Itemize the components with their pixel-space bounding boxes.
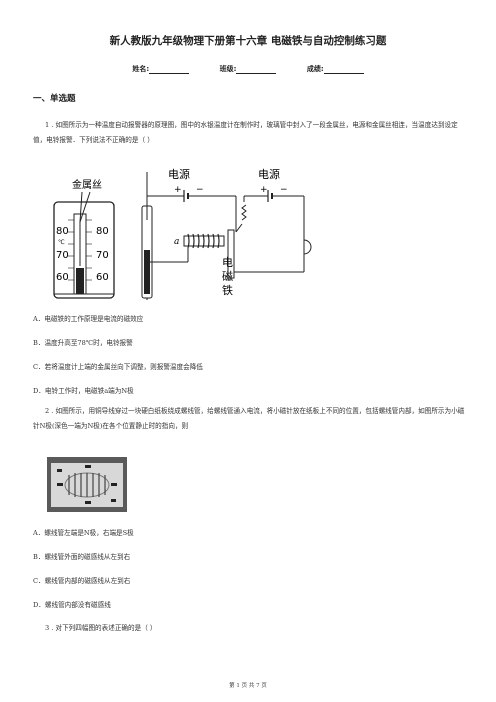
mercury-column (76, 268, 84, 294)
score-label: 成绩: (306, 65, 324, 73)
question-2-stem: 2 . 如图所示，用铜导线穿过一块硬白纸板绕成螺线管，给螺线管通入电流，将小磁针… (33, 407, 465, 430)
page-footer: 第 1 页 共 7 页 (229, 683, 267, 689)
score-blank[interactable] (323, 65, 364, 74)
scale-left-70: 70 (56, 250, 69, 261)
scale-left-80: 80 (56, 226, 69, 237)
name-label: 姓名: (132, 65, 150, 73)
question-2-option-a[interactable]: A．螺线管左端是N极，右端是S极 (33, 529, 134, 537)
question-1-stem: 1 . 如图所示为一种温度自动报警器的原理图，图中的水银温度计在制作时，玻璃管中… (33, 121, 458, 144)
name-field: 姓名: (132, 64, 190, 74)
power2-plus: + (260, 185, 268, 195)
scale-right-70: 70 (96, 250, 109, 261)
armature (227, 229, 235, 279)
electric-bell (303, 239, 312, 255)
student-info-row: 姓名: 班级: 成绩: (0, 64, 496, 74)
scale-right-80: 80 (96, 226, 109, 237)
power2-minus: − (280, 185, 288, 195)
class-blank[interactable] (236, 65, 277, 74)
scale-left-60: 60 (56, 272, 69, 283)
question-2-option-b[interactable]: B．螺线管外面的磁感线从左到右 (33, 553, 131, 561)
question-1-option-d[interactable]: D．电铃工作时，电磁铁a端为N极 (33, 387, 134, 395)
question-1-option-c[interactable]: C．若将温度计上端的金属丝向下调整，则报警温度会降低 (33, 363, 203, 371)
class-field: 班级: (220, 64, 277, 74)
score-field: 成绩: (307, 64, 364, 74)
power1-plus: + (174, 185, 182, 195)
section-title: 一、单选题 (33, 94, 76, 104)
document-title: 新人教版九年级物理下册第十六章 电磁铁与自动控制练习题 (109, 35, 387, 47)
solenoid-photo (47, 457, 127, 512)
question-1-option-b[interactable]: B．温度升高至78℃时，电铃报警 (33, 339, 133, 347)
scale-right-60: 60 (96, 272, 109, 283)
label-electromagnet-3: 铁 (222, 284, 233, 297)
thermometer-board (53, 201, 115, 299)
label-power-1: 电源 (168, 167, 190, 181)
question-1-option-a[interactable]: A．电磁铁的工作原理是电流的磁效应 (33, 315, 144, 323)
alarm-circuit-diagram: 金属丝 80 ℃ 70 60 80 70 60 电源 + − a (53, 167, 312, 300)
class-label: 班级: (219, 65, 237, 73)
name-blank[interactable] (149, 65, 190, 74)
electromagnet-coil (187, 233, 220, 249)
spring (241, 204, 247, 221)
question-3-stem: 3 . 对下列四幅图的表述正确的是（ ） (45, 624, 157, 632)
unit-celsius: ℃ (58, 239, 65, 246)
power1-minus: − (196, 185, 204, 195)
label-power-2: 电源 (258, 167, 280, 181)
label-a: a (174, 237, 179, 247)
compass-needles (57, 465, 117, 504)
label-metal-wire: 金属丝 (72, 178, 102, 191)
question-2-option-c[interactable]: C．螺线管内部的磁感线从左到右 (33, 577, 131, 585)
question-2-option-d[interactable]: D．螺线管内部没有磁感线 (33, 601, 111, 609)
